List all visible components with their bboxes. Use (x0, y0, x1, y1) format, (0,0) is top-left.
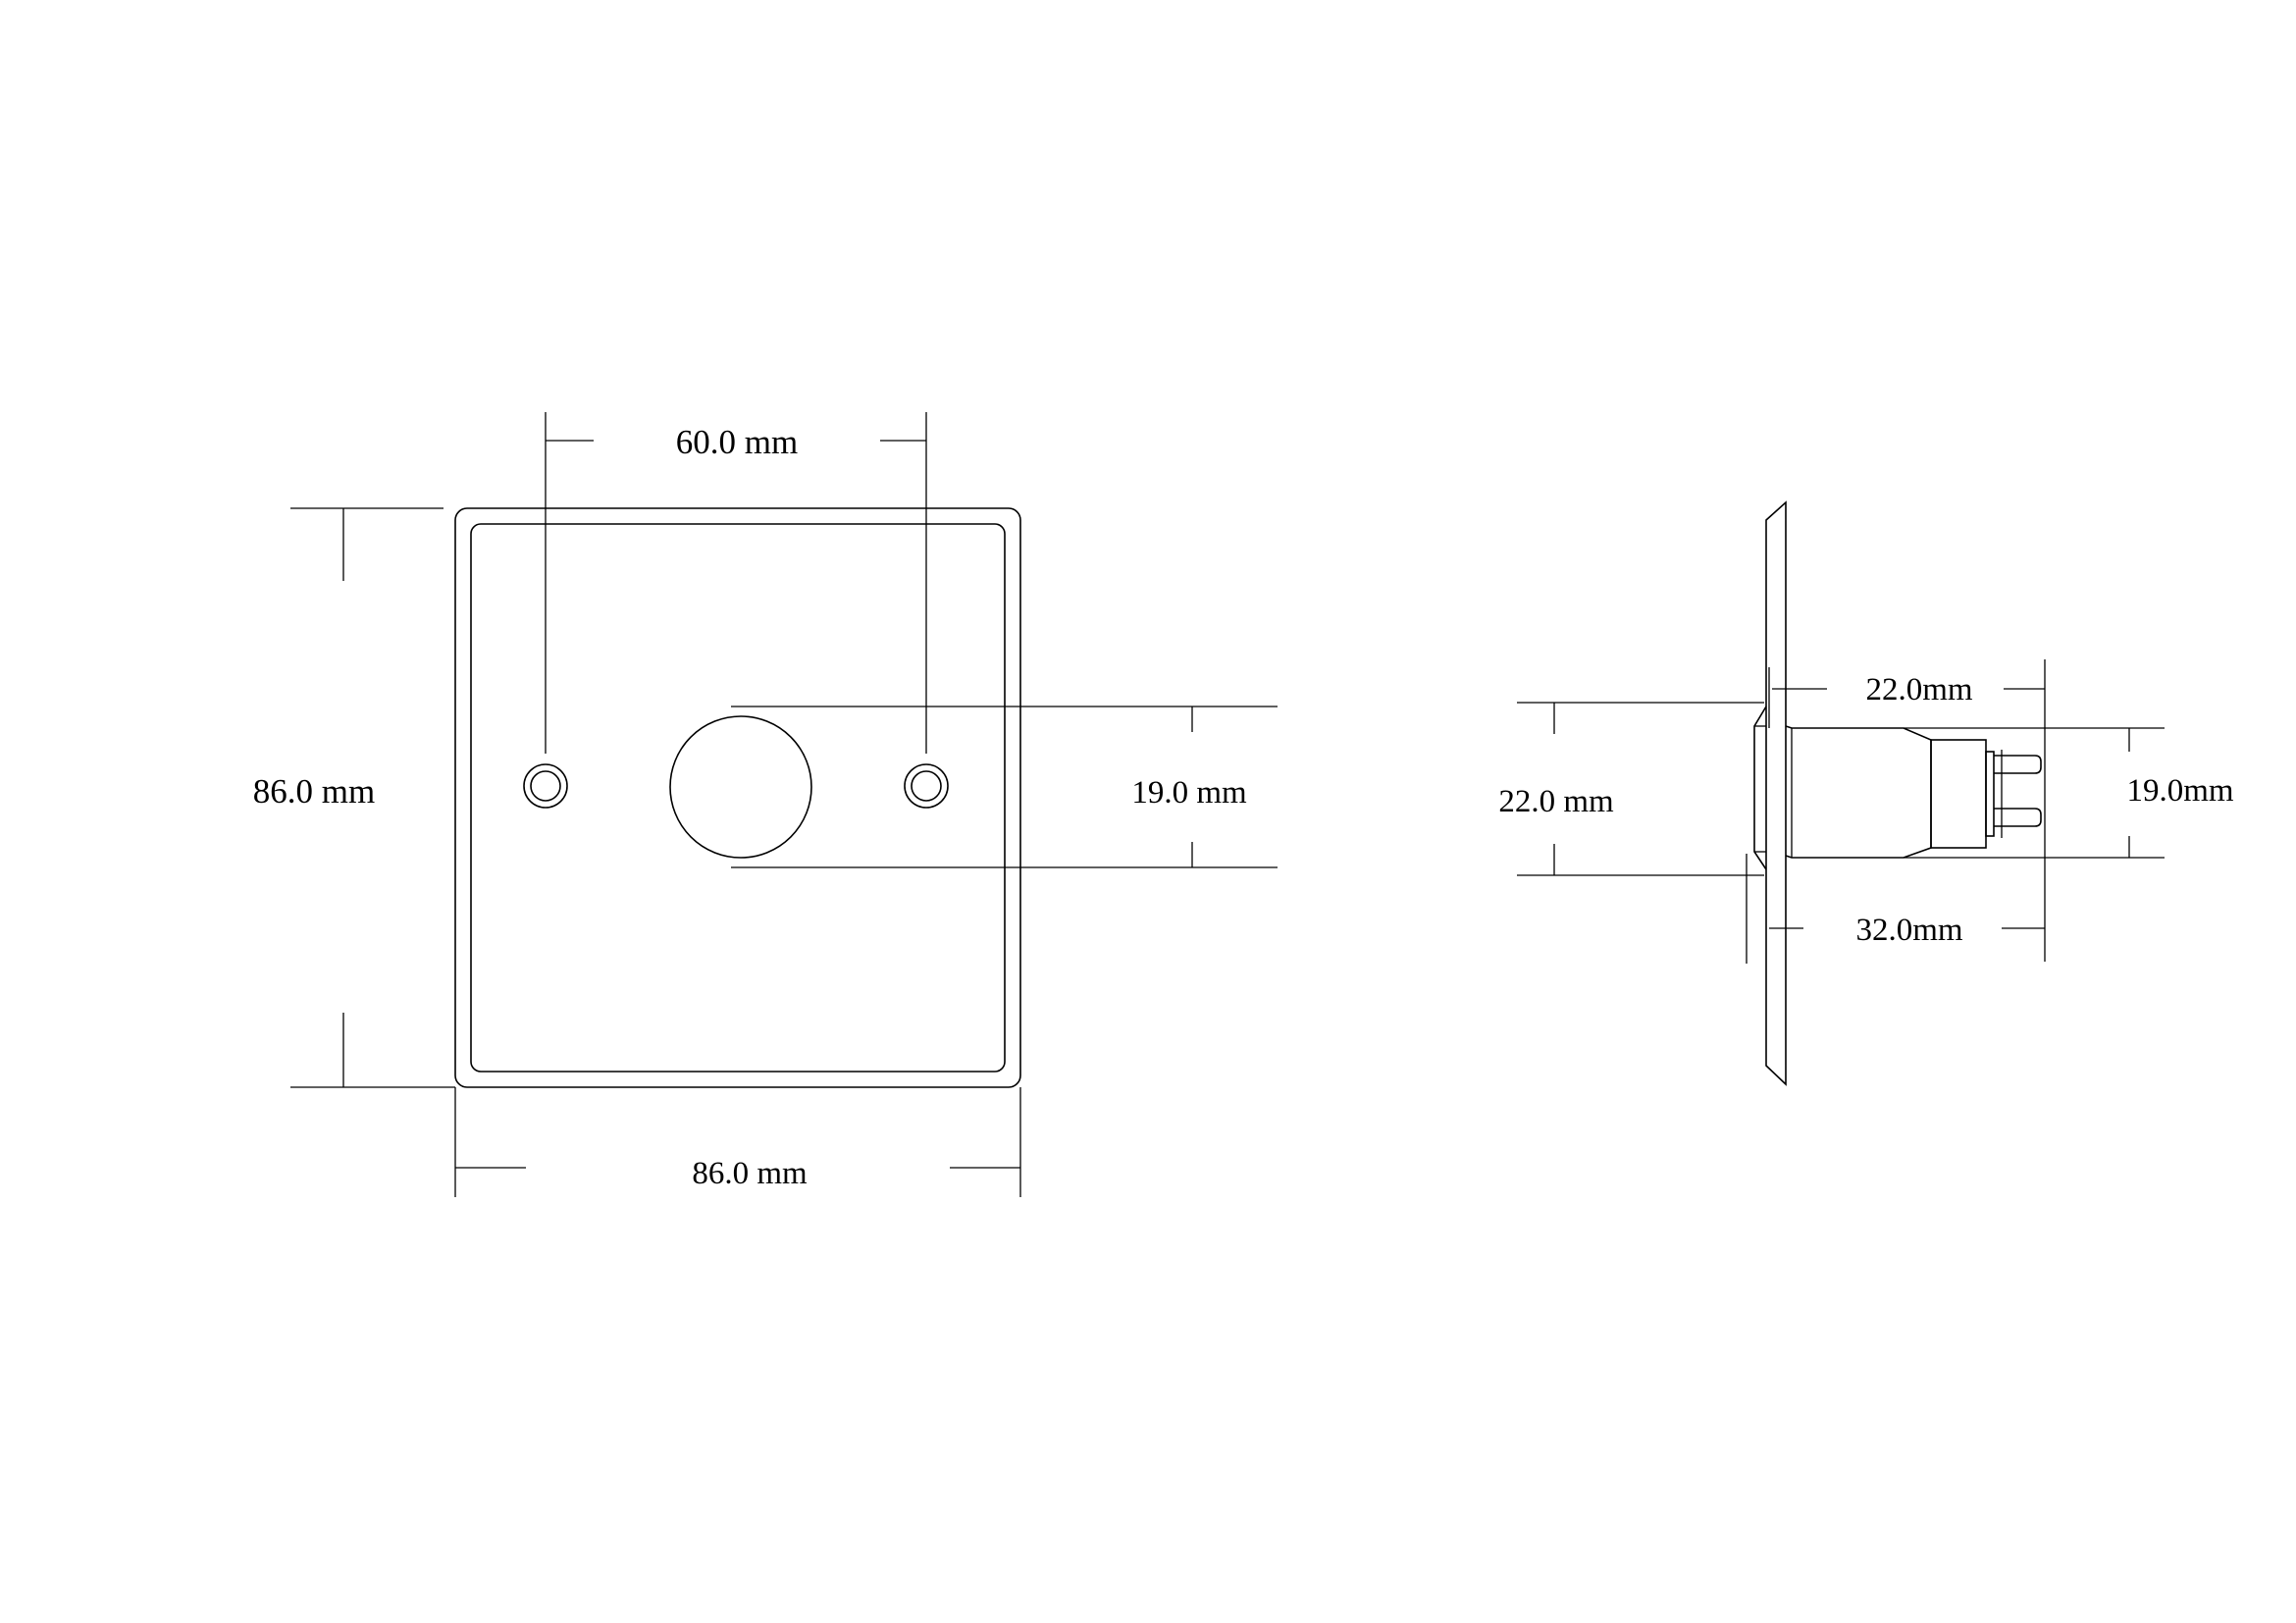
push-button (669, 715, 812, 859)
body-diameter-label: 19.0mm (2126, 773, 2233, 809)
plate-width-label: 86.0 mm (692, 1156, 808, 1191)
terminals (1994, 750, 2042, 838)
faceplate-edge (1765, 500, 1787, 1086)
button-cap (1753, 706, 1767, 870)
body-diameter-dimension: 19.0mm (1904, 727, 2234, 859)
total-depth-dimension: 32.0mm (1746, 854, 2045, 964)
faceplate-inner-border (470, 523, 1006, 1073)
total-depth-label: 32.0mm (1855, 913, 1962, 948)
body-length-dimension: 22.0mm (1768, 659, 2046, 962)
front-view: 60.0 mm 86.0 mm 86.0 mm 19.0 mm (253, 412, 1278, 1197)
flange-height-dimension: 22.0 mm (1498, 702, 1764, 876)
plate-height-label: 86.0 mm (253, 772, 375, 811)
flange-height-label: 22.0 mm (1498, 784, 1614, 819)
switch-body (1785, 725, 1932, 859)
body-length-label: 22.0mm (1865, 672, 1972, 707)
rear-ring (1985, 751, 1995, 837)
plate-width-dimension: 86.0 mm (454, 1087, 1021, 1197)
faceplate-outline (454, 507, 1021, 1088)
hole-spacing-label: 60.0 mm (676, 423, 798, 461)
button-diameter-dimension: 19.0 mm (731, 706, 1278, 868)
plate-height-dimension: 86.0 mm (253, 507, 455, 1088)
mounting-hole-right (904, 763, 949, 809)
mounting-hole-left (523, 763, 568, 809)
rear-collar (1930, 739, 1987, 849)
hole-spacing-dimension: 60.0 mm (545, 412, 927, 754)
side-view: 22.0mm 19.0mm 22.0 mm 32.0mm (1498, 500, 2234, 1086)
button-diameter-label: 19.0 mm (1131, 775, 1247, 811)
